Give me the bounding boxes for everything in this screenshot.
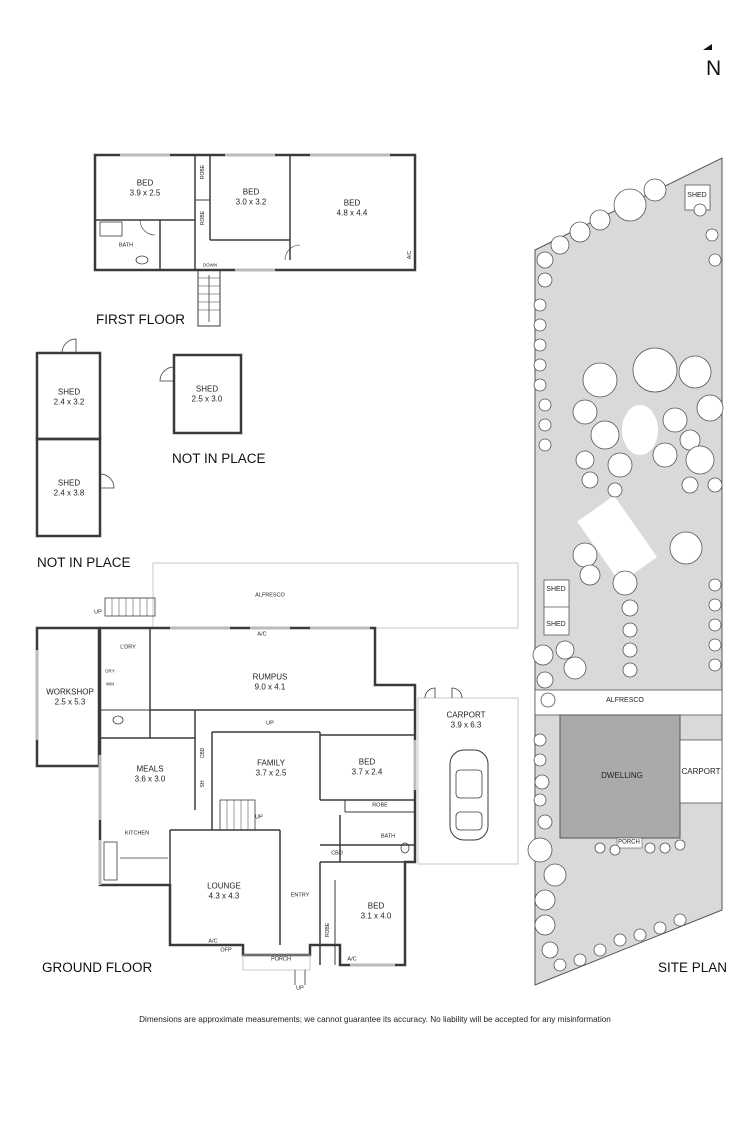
ff-bed-2-label: BED 3.0 x 3.2 <box>235 187 267 206</box>
gf-cbd-2-label: CBD <box>331 850 343 857</box>
gf-lounge-label: LOUNGE 4.3 x 4.3 <box>207 881 241 900</box>
north-label: N <box>706 57 722 80</box>
gf-cbd-1-label: CBD <box>200 747 206 759</box>
gf-laundry-label: L'DRY <box>120 644 136 651</box>
heading-not-in-place-2: NOT IN PLACE <box>37 555 131 570</box>
ff-robe-1-label: ROBE <box>200 164 206 180</box>
site-shed-mid-2-label: SHED <box>546 620 566 628</box>
site-plan-drawing <box>527 157 724 986</box>
ff-bed-1-label: BED 3.9 x 2.5 <box>129 178 161 197</box>
sheds-not-in-place <box>35 338 243 538</box>
site-porch-label: PORCH <box>618 839 640 846</box>
gf-ac-lounge-label: A/C <box>208 938 218 945</box>
heading-ground-floor: GROUND FLOOR <box>42 960 153 975</box>
gf-robe-b-label: ROBE <box>325 922 331 938</box>
gf-bed-b-label: BED 3.1 x 4.0 <box>360 901 392 920</box>
site-shed-top-label: SHED <box>687 191 707 199</box>
gf-entry-label: ENTRY <box>290 892 310 899</box>
first-floor-plan <box>93 153 417 327</box>
gf-up-stairs-label: UP <box>94 609 102 616</box>
gf-workshop-label: WORKSHOP 2.5 x 5.3 <box>46 687 94 706</box>
site-shed-mid-1-label: SHED <box>546 585 566 593</box>
ff-down-label: DOWN <box>202 262 218 268</box>
gf-robe-a-label: ROBE <box>372 802 388 809</box>
north-arrow-icon <box>703 44 712 50</box>
heading-not-in-place-1: NOT IN PLACE <box>172 451 266 466</box>
gf-ac-bed-label: A/C <box>347 956 357 963</box>
gf-ac-rumpus-label: A/C <box>257 631 267 638</box>
gf-porch-label: PORCH <box>271 956 291 963</box>
gf-up-porch-label: UP <box>296 985 304 992</box>
gf-sh-label: SH <box>200 780 206 788</box>
gf-kitchen-label: KITCHEN <box>124 830 150 837</box>
ff-bath-label: BATH <box>118 242 134 249</box>
ff-bed-3-label: BED 4.8 x 4.4 <box>336 198 368 217</box>
gf-bath-label: BATH <box>380 833 396 840</box>
gf-meals-label: MEALS 3.6 x 3.0 <box>134 764 166 783</box>
gf-alfresco-label: ALFRESCO <box>255 592 285 599</box>
shed-3-label: SHED 2.5 x 3.0 <box>191 384 223 403</box>
gf-bed-a-label: BED 3.7 x 2.4 <box>351 757 383 776</box>
gf-carport-label: CARPORT 3.9 x 6.3 <box>446 710 486 729</box>
site-dwelling-label: DWELLING <box>601 771 643 781</box>
site-alfresco-label: ALFRESCO <box>606 696 644 704</box>
ff-ac-label: A/C <box>407 250 413 260</box>
ff-robe-2-label: ROBE <box>200 210 206 226</box>
gf-up-inner-label: UP <box>255 814 263 821</box>
site-carport-label: CARPORT <box>681 767 721 777</box>
shed-2-label: SHED 2.4 x 3.8 <box>53 478 85 497</box>
gf-ofp-label: OFP <box>220 947 232 954</box>
heading-site-plan: SITE PLAN <box>658 960 728 975</box>
heading-first-floor: FIRST FLOOR <box>96 312 186 327</box>
gf-up-family-label: UP <box>266 720 274 727</box>
ground-floor-plan <box>35 562 519 985</box>
shed-1-label: SHED 2.4 x 3.2 <box>53 387 85 406</box>
gf-family-label: FAMILY 3.7 x 2.5 <box>255 758 287 777</box>
disclaimer-text: Dimensions are approximate measurements;… <box>139 1015 611 1024</box>
gf-washing-machine-label: WM <box>106 681 114 687</box>
gf-rumpus-label: RUMPUS 9.0 x 4.1 <box>252 672 288 691</box>
gf-dryer-label: DRY <box>105 668 115 674</box>
